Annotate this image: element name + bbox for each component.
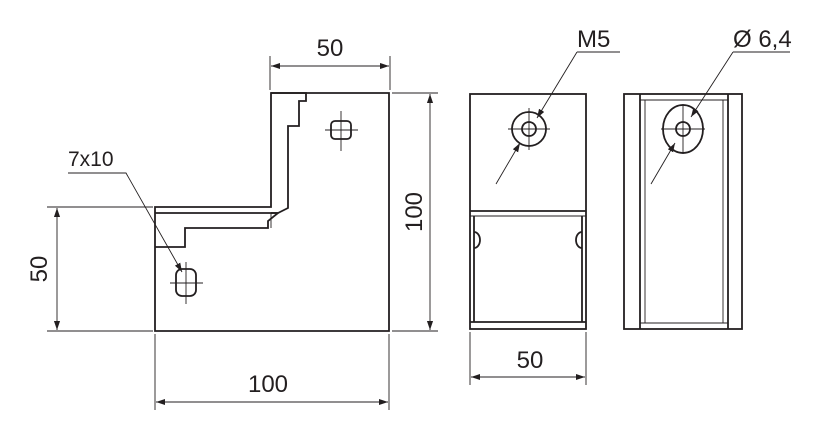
callout-thread-label: M5 — [577, 26, 610, 53]
front-view-notch-left — [473, 231, 481, 249]
callout-hole-label: Ø 6,4 — [733, 26, 792, 53]
slot-7x10 — [170, 262, 203, 304]
callout-hole: Ø 6,4 — [650, 26, 792, 185]
dim-bottom-width-label: 100 — [248, 371, 288, 398]
dim-bottom-width: 100 — [154, 334, 390, 410]
thread-hole-m5 — [508, 108, 550, 150]
dim-top-width-label: 50 — [317, 35, 344, 62]
side-view — [154, 92, 390, 332]
dim-top-width: 50 — [269, 35, 391, 90]
dim-front-width-label: 50 — [517, 347, 544, 374]
callout-slot-label: 7x10 — [68, 148, 114, 171]
dim-left-height-label: 50 — [26, 256, 53, 283]
dim-left-height: 50 — [26, 206, 153, 332]
profile-view — [623, 93, 743, 330]
callout-slot: 7x10 — [68, 148, 183, 273]
profile-view-outline — [623, 93, 743, 330]
side-view-bend-upper — [271, 92, 307, 214]
hole-d6-4 — [661, 104, 705, 154]
dim-right-height-label: 100 — [401, 192, 428, 232]
side-view-bend-lower — [155, 212, 281, 248]
front-view-notch-right — [575, 231, 583, 249]
dim-right-height: 100 — [392, 92, 438, 332]
callout-thread: M5 — [495, 26, 620, 185]
front-view — [469, 93, 587, 330]
side-hole-symbol — [325, 111, 358, 151]
dim-front-width: 50 — [469, 332, 587, 385]
